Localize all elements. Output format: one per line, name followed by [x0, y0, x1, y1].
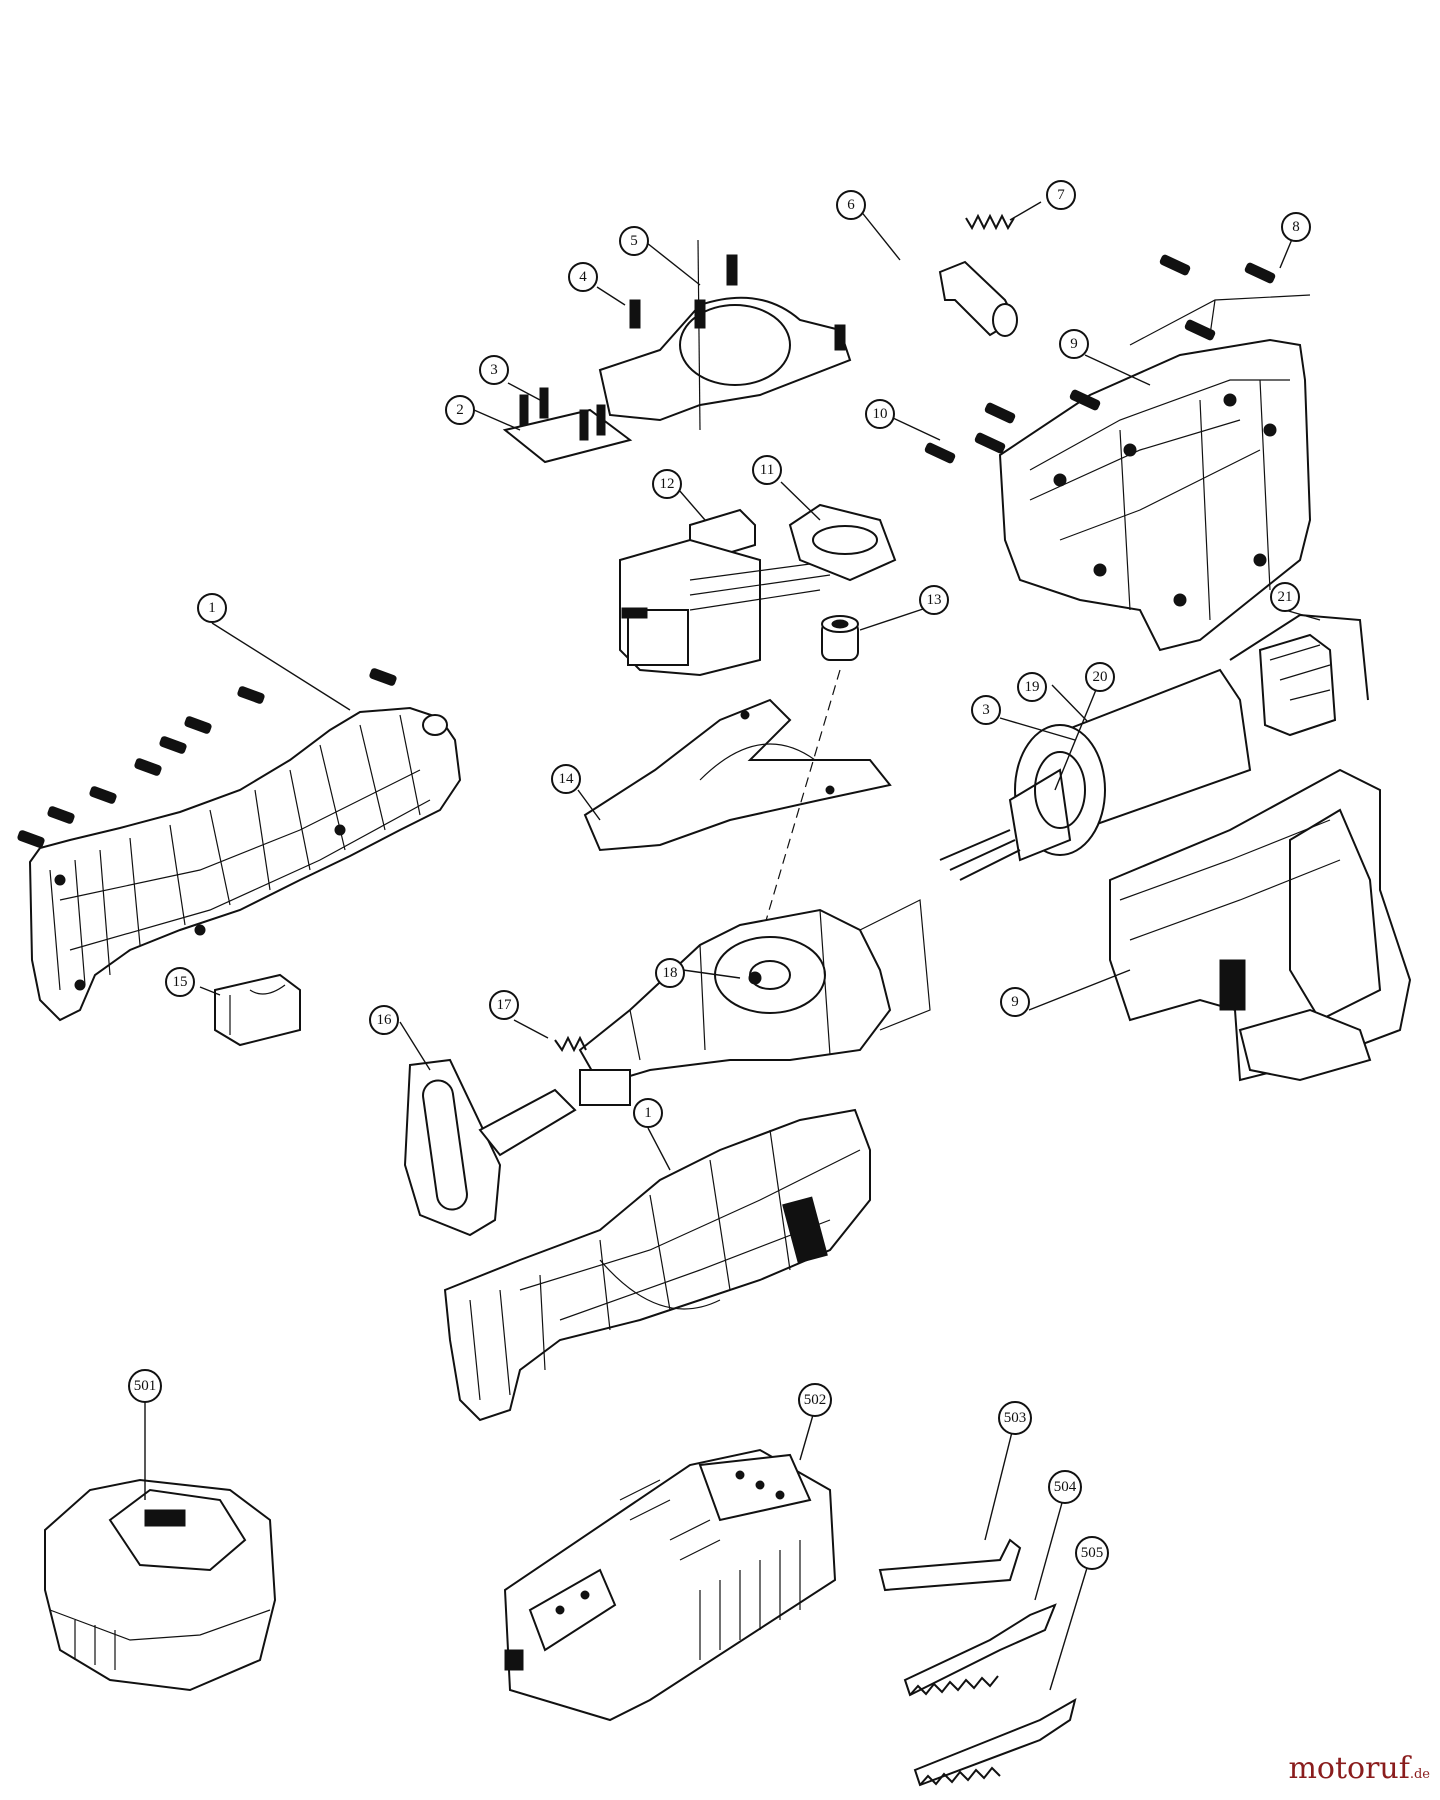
callout-9: 9 [1059, 329, 1089, 359]
callout-14: 14 [551, 764, 581, 794]
callout-7: 7 [1046, 180, 1076, 210]
svg-text:14: 14 [559, 771, 575, 787]
callout-12: 12 [652, 469, 682, 499]
spring-part-7 [965, 213, 1015, 231]
svg-text:4: 4 [579, 269, 587, 285]
gear-housing-part-18 [578, 899, 931, 1106]
svg-text:20: 20 [1093, 669, 1108, 685]
watermark-brand: motoruf [1288, 1751, 1410, 1786]
handle-housing-lower [1109, 768, 1412, 1082]
svg-text:11: 11 [760, 462, 774, 478]
svg-text:19: 19 [1025, 679, 1040, 695]
callout-11: 11 [752, 455, 782, 485]
svg-text:504: 504 [1054, 1479, 1077, 1495]
saw-blade-part-505 [913, 1697, 1077, 1787]
svg-text:6: 6 [847, 197, 855, 213]
callout-8: 8 [1281, 212, 1311, 242]
callout-16: 16 [369, 1005, 399, 1035]
svg-text:21: 21 [1278, 589, 1293, 605]
callout-19: 19 [1017, 672, 1047, 702]
callout-17: 17 [489, 990, 519, 1020]
bracket-part-15 [214, 973, 301, 1047]
plate-part-2 [502, 387, 633, 464]
spring-part-17 [554, 1035, 587, 1053]
saw-blade-part-504 [903, 1603, 1057, 1697]
callout-1: 1 [197, 593, 227, 623]
housing-half-front [443, 1108, 871, 1422]
watermark-logo: motoruf.de [1288, 1751, 1430, 1786]
switch-lever-part-6 [938, 260, 1018, 337]
callout-504: 504 [1048, 1470, 1082, 1504]
callout-5: 5 [619, 226, 649, 256]
callout-13: 13 [919, 585, 949, 615]
svg-text:505: 505 [1081, 1545, 1104, 1561]
callout-3: 3 [971, 695, 1001, 725]
blade-holder-part-16 [403, 1058, 577, 1237]
callout-10: 10 [865, 399, 895, 429]
callout-3: 3 [479, 355, 509, 385]
svg-text:5: 5 [630, 233, 638, 249]
bushing-part-13 [821, 615, 859, 661]
screws-part-8-10 [924, 254, 1276, 464]
svg-text:503: 503 [1004, 1410, 1027, 1426]
callout-1: 1 [633, 1098, 663, 1128]
housing-upper-right [998, 338, 1312, 652]
svg-text:12: 12 [660, 476, 675, 492]
svg-text:18: 18 [663, 965, 678, 981]
trigger-part-11 [788, 503, 897, 582]
callout-20: 20 [1085, 662, 1115, 692]
svg-text:9: 9 [1011, 994, 1019, 1010]
leader-lines [144, 201, 1321, 1691]
svg-text:1: 1 [208, 600, 216, 616]
svg-text:8: 8 [1292, 219, 1300, 235]
callout-21: 21 [1270, 582, 1300, 612]
watermark-suffix: .de [1409, 1767, 1430, 1782]
charger-part-502 [503, 1448, 837, 1722]
callout-2: 2 [445, 395, 475, 425]
mount-plate-part-5 [598, 239, 852, 431]
switch-body [619, 538, 841, 677]
svg-text:3: 3 [490, 362, 498, 378]
svg-text:17: 17 [497, 997, 513, 1013]
svg-text:1: 1 [644, 1105, 652, 1121]
svg-text:10: 10 [873, 406, 888, 422]
svg-text:502: 502 [804, 1392, 827, 1408]
callout-505: 505 [1075, 1536, 1109, 1570]
callout-9: 9 [1000, 987, 1030, 1017]
svg-text:16: 16 [377, 1012, 393, 1028]
switch-module-part-21 [1229, 613, 1369, 737]
callout-18: 18 [655, 958, 685, 988]
callout-6: 6 [836, 190, 866, 220]
svg-text:9: 9 [1070, 336, 1078, 352]
svg-text:15: 15 [173, 974, 188, 990]
callout-4: 4 [568, 262, 598, 292]
callout-501: 501 [128, 1369, 162, 1403]
housing-half-left [28, 706, 462, 1022]
hex-key-part-503 [878, 1538, 1022, 1592]
callout-503: 503 [998, 1401, 1032, 1435]
callout-502: 502 [798, 1383, 832, 1417]
svg-text:2: 2 [456, 402, 464, 418]
motor-part-20 [939, 668, 1252, 881]
callout-15: 15 [165, 967, 195, 997]
plate-part-14 [583, 698, 892, 852]
svg-text:3: 3 [982, 702, 990, 718]
svg-text:501: 501 [134, 1378, 157, 1394]
svg-text:13: 13 [927, 592, 942, 608]
svg-text:7: 7 [1057, 187, 1065, 203]
battery-pack-part-501 [44, 1478, 277, 1692]
housing-screws-left [17, 668, 397, 848]
